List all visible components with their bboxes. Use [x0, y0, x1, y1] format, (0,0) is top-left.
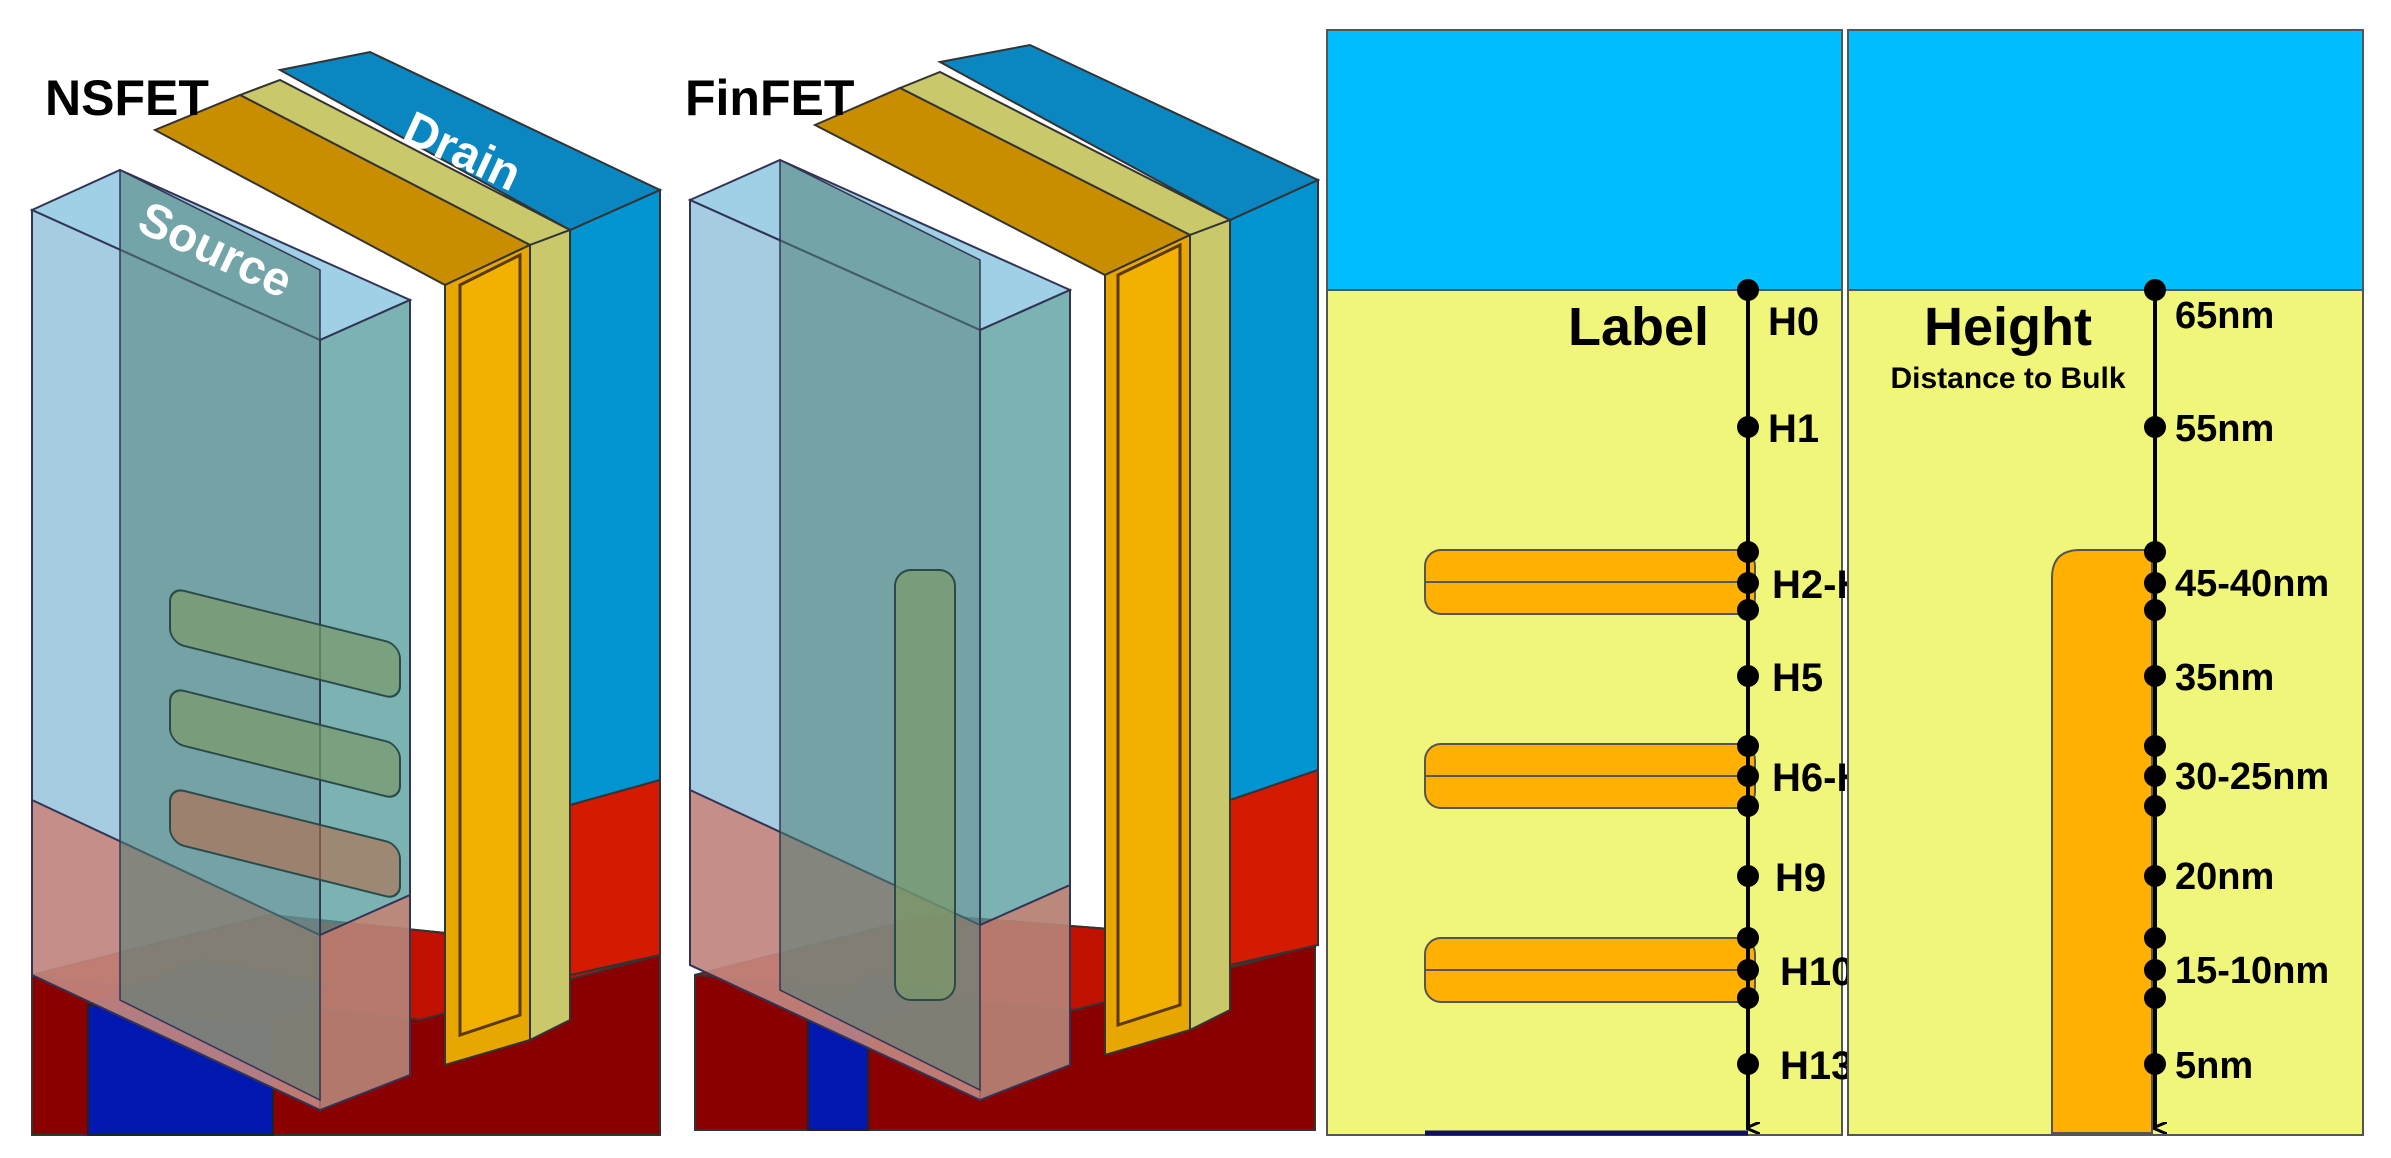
- nsfet-spacer-front: [529, 228, 571, 1042]
- height-marker-35nm: 35nm: [2175, 657, 2274, 699]
- nsfet-nanosheet-1: [169, 589, 401, 698]
- height-panel-drain: [1847, 29, 2364, 291]
- height-fin: [2051, 549, 2153, 1134]
- label-marker-h5: H5: [1772, 656, 1823, 700]
- nsfet-device: NSFET Drain Source: [29, 50, 663, 1136]
- height-marker-20nm: 20nm: [2175, 856, 2274, 898]
- height-panel: Height Distance to Bulk 65nm 55nm 45-40n…: [1847, 29, 2364, 1136]
- label-panel: Label H0 H1 H2-H4 H5 H6-H8 H9 H10-H12 H1…: [1326, 29, 1940, 1136]
- nsfet-nanosheet-3: [169, 789, 401, 898]
- height-marker-45-40nm: 45-40nm: [2175, 563, 2329, 605]
- label-marker-h13: H13: [1780, 1044, 1853, 1088]
- label-axis-dots: [1737, 279, 1759, 1075]
- finfet-gate-inner: [1116, 242, 1182, 1028]
- height-marker-65nm: 65nm: [2175, 295, 2274, 337]
- nsfet-drain-lower: [569, 778, 661, 977]
- label-marker-h9: H9: [1775, 856, 1826, 900]
- finfet-drain-lower: [1229, 768, 1319, 967]
- finfet-spacer-front: [1189, 218, 1231, 1032]
- label-marker-h1: H1: [1768, 407, 1819, 451]
- label-heading: Label: [1568, 297, 1709, 357]
- finfet-drain-top: [937, 43, 1321, 222]
- height-marker-15-10nm: 15-10nm: [2175, 950, 2329, 992]
- finfet-fin: [894, 569, 956, 1001]
- height-heading: Height: [1924, 297, 2092, 357]
- nsfet-drain-top: [277, 50, 663, 232]
- label-marker-h0: H0: [1768, 300, 1819, 344]
- label-panel-drain: [1326, 29, 1843, 291]
- height-marker-5nm: 5nm: [2175, 1045, 2253, 1087]
- nsfet-gate-inner: [458, 252, 522, 1038]
- height-marker-55nm: 55nm: [2175, 408, 2274, 450]
- nsfet-title: NSFET: [45, 70, 209, 126]
- height-marker-30-25nm: 30-25nm: [2175, 756, 2329, 798]
- height-subheading: Distance to Bulk: [1890, 362, 2125, 395]
- nsfet-nanosheet-2: [169, 689, 401, 798]
- label-panel-channel: [1326, 289, 1843, 1136]
- finfet-device: FinFET: [685, 43, 1321, 1131]
- finfet-title: FinFET: [685, 70, 854, 126]
- height-axis-dots: [2144, 279, 2166, 1075]
